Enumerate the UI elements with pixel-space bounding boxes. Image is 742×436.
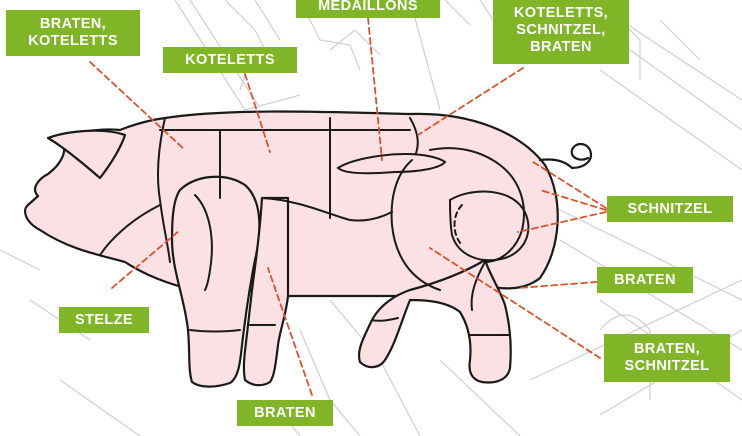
label-braten-koteletts: BRATEN, KOTELETTS bbox=[6, 10, 140, 56]
label-braten-schnitzel: BRATEN, SCHNITZEL bbox=[604, 334, 730, 382]
pig-tail bbox=[540, 144, 591, 168]
pig-body bbox=[25, 112, 591, 387]
label-stelze: STELZE bbox=[59, 307, 149, 333]
label-braten-bottom: BRATEN bbox=[237, 400, 333, 426]
label-medaillons: MEDAILLONS bbox=[296, 0, 440, 18]
label-schnitzel: SCHNITZEL bbox=[607, 196, 733, 222]
label-koteletts: KOTELETTS bbox=[163, 47, 297, 73]
label-koteletts-schnitzel-braten: KOTELETTS, SCHNITZEL, BRATEN bbox=[493, 0, 629, 64]
label-braten-right: BRATEN bbox=[597, 267, 693, 293]
